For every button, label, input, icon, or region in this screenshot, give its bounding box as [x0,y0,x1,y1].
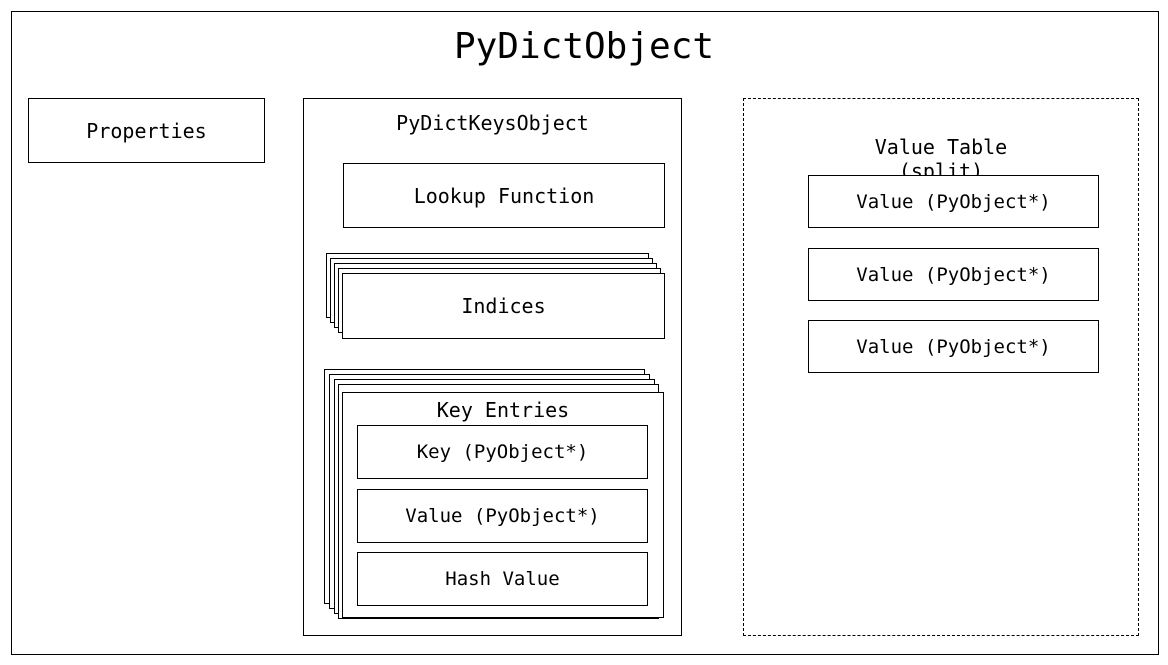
pydictkeysobject-title: PyDictKeysObject [396,111,589,135]
diagram-title: PyDictObject [453,26,715,67]
value-table-entry: Value (PyObject*) [808,248,1099,301]
indices-box: Indices [342,273,665,339]
value-table-entry: Value (PyObject*) [808,175,1099,228]
value-field-box: Value (PyObject*) [357,489,648,543]
key-field-box: Key (PyObject*) [357,425,648,479]
value-table-entry: Value (PyObject*) [808,320,1099,373]
key-entries-title: Key Entries [436,398,570,422]
hash-value-field-box: Hash Value [357,552,648,606]
lookup-function-box: Lookup Function [343,163,665,228]
value-table-title: Value Table [874,135,1008,159]
properties-box: Properties [28,98,265,163]
